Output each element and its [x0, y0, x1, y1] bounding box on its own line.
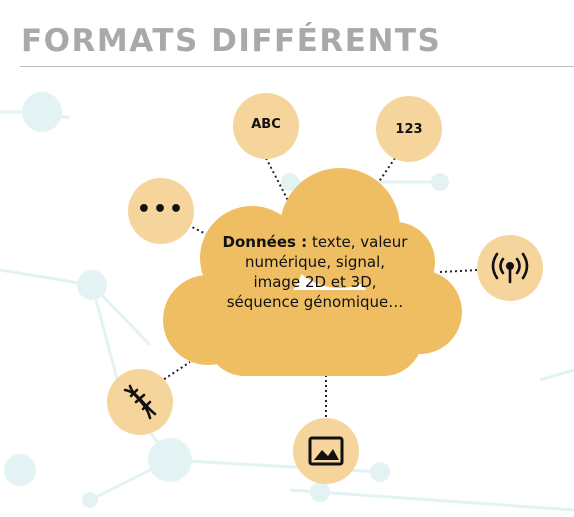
data-cloud [163, 168, 462, 376]
abc-node [233, 93, 299, 159]
abc-node-label: ABC [251, 117, 281, 132]
dna-helix-icon [123, 384, 157, 420]
more-formats-label: ••• [136, 197, 186, 222]
page-title: FORMATS DIFFÉRENTS [21, 23, 442, 59]
cloud-body: texte, valeur numérique, signal, image 2… [226, 233, 408, 311]
number-node-label: 123 [395, 122, 423, 137]
cloud-heading: Données : [222, 233, 308, 251]
broadcast-signal-icon [491, 252, 529, 284]
image-icon [308, 436, 344, 466]
number-node [376, 96, 442, 162]
background-network-nodes [4, 92, 449, 508]
image-node [293, 418, 359, 484]
cloud-description: Données : texte, valeur numérique, signa… [222, 232, 408, 312]
more-formats-node [128, 178, 194, 244]
title-divider [20, 66, 574, 67]
